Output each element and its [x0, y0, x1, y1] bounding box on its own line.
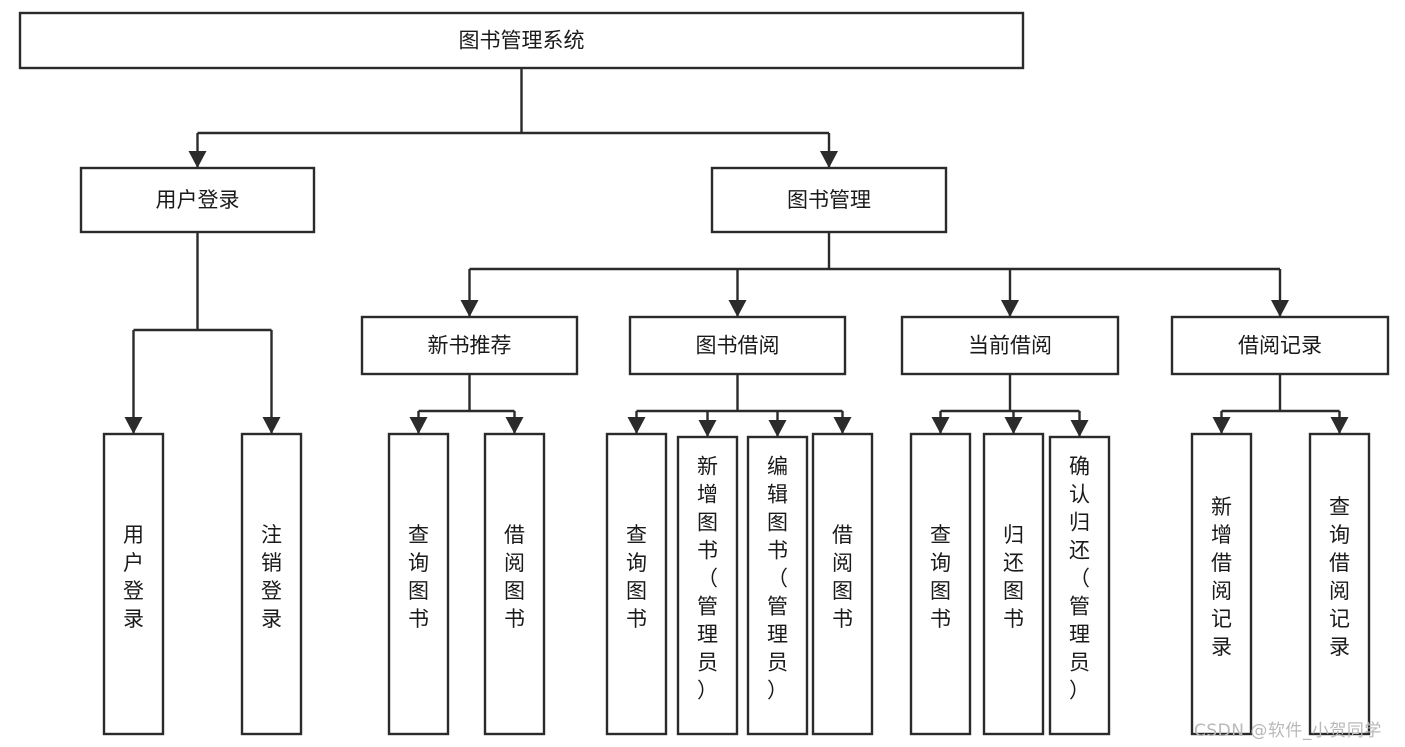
- arrow-head-icon: [931, 417, 950, 434]
- arrow-head-icon: [1004, 417, 1023, 434]
- node-new-book-rec-label: 新书推荐: [428, 334, 512, 358]
- arrow-head-icon: [1271, 300, 1289, 317]
- arrow-head-icon: [124, 417, 143, 434]
- node-root-book-system[interactable]: 图书管理系统: [18, 11, 1025, 70]
- node-user-login[interactable]: 用户登录: [79, 166, 316, 234]
- node-borrow-record-box: [1170, 315, 1390, 376]
- arrow-head-icon: [728, 300, 747, 317]
- node-root-book-system-label: 图书管理系统: [459, 29, 585, 53]
- node-leaf-confirm-return[interactable]: 确认归还（管理员）: [1048, 435, 1111, 736]
- node-leaf-query-record[interactable]: 查询借阅记录: [1308, 432, 1371, 736]
- node-book-manage-label: 图书管理: [787, 188, 871, 212]
- nodes-layer: 图书管理系统用户登录图书管理新书推荐图书借阅当前借阅借阅记录用户登录注销登录查询…: [18, 11, 1390, 736]
- node-leaf-user-login-box: [102, 432, 165, 736]
- node-root-book-system-box: [18, 11, 1025, 70]
- node-leaf-query-book-3-box: [909, 432, 972, 736]
- node-borrow-record-label: 借阅记录: [1238, 334, 1322, 358]
- node-leaf-query-book-1[interactable]: 查询图书: [387, 432, 450, 736]
- node-leaf-query-book-2-box: [605, 432, 668, 736]
- node-leaf-add-book-box: [676, 435, 739, 736]
- node-leaf-add-record-label: 新增借阅记录: [1211, 495, 1232, 659]
- arrow-head-icon: [1001, 300, 1019, 317]
- node-leaf-user-logout-box: [240, 432, 303, 736]
- node-leaf-query-book-2[interactable]: 查询图书: [605, 432, 668, 736]
- node-current-borrow-label: 当前借阅: [968, 334, 1052, 358]
- node-leaf-return-book-label: 归还图书: [1003, 523, 1024, 631]
- arrow-head-icon: [1070, 420, 1089, 437]
- node-leaf-borrow-book-2[interactable]: 借阅图书: [811, 432, 874, 736]
- node-new-book-rec[interactable]: 新书推荐: [360, 315, 579, 376]
- node-leaf-user-logout-label: 注销登录: [261, 523, 282, 631]
- node-book-borrow-box: [628, 315, 847, 376]
- arrow-head-icon: [505, 417, 524, 434]
- arrow-head-icon: [460, 300, 479, 317]
- arrow-head-icon: [698, 420, 717, 437]
- node-book-manage-box: [710, 166, 948, 234]
- node-leaf-borrow-book-1-label: 借阅图书: [504, 523, 525, 631]
- node-leaf-user-logout[interactable]: 注销登录: [240, 432, 303, 736]
- node-leaf-add-record-box: [1190, 432, 1253, 736]
- arrow-head-icon: [1212, 417, 1231, 434]
- node-leaf-add-book[interactable]: 新增图书（管理员）: [676, 435, 739, 736]
- node-leaf-query-book-1-label: 查询图书: [408, 523, 429, 631]
- arrow-head-icon: [833, 417, 852, 434]
- node-leaf-query-record-label: 查询借阅记录: [1329, 495, 1350, 659]
- node-leaf-add-record[interactable]: 新增借阅记录: [1190, 432, 1253, 736]
- arrow-head-icon: [768, 420, 787, 437]
- node-leaf-user-login-label: 用户登录: [123, 523, 144, 631]
- node-leaf-borrow-book-2-box: [811, 432, 874, 736]
- node-leaf-user-login[interactable]: 用户登录: [102, 432, 165, 736]
- node-leaf-edit-book-label: 编辑图书（管理员）: [767, 455, 788, 703]
- csdn-watermark: CSDN @软件_小贺同学: [1194, 721, 1382, 741]
- node-leaf-query-book-3[interactable]: 查询图书: [909, 432, 972, 736]
- node-new-book-rec-box: [360, 315, 579, 376]
- node-user-login-box: [79, 166, 316, 234]
- node-leaf-edit-book[interactable]: 编辑图书（管理员）: [746, 435, 809, 736]
- arrow-head-icon: [188, 151, 207, 168]
- node-leaf-query-book-1-box: [387, 432, 450, 736]
- node-book-manage[interactable]: 图书管理: [710, 166, 948, 234]
- node-leaf-query-book-3-label: 查询图书: [930, 523, 951, 631]
- node-borrow-record[interactable]: 借阅记录: [1170, 315, 1390, 376]
- arrow-head-icon: [1330, 417, 1349, 434]
- arrow-head-icon: [820, 151, 838, 168]
- node-leaf-borrow-book-2-label: 借阅图书: [832, 523, 853, 631]
- node-current-borrow-box: [900, 315, 1120, 376]
- node-leaf-query-book-2-label: 查询图书: [626, 523, 647, 631]
- node-leaf-edit-book-box: [746, 435, 809, 736]
- connectors-layer: [124, 68, 1349, 437]
- node-leaf-return-book-box: [982, 432, 1045, 736]
- node-current-borrow[interactable]: 当前借阅: [900, 315, 1120, 376]
- node-leaf-return-book[interactable]: 归还图书: [982, 432, 1045, 736]
- arrow-head-icon: [409, 417, 428, 434]
- node-book-borrow[interactable]: 图书借阅: [628, 315, 847, 376]
- node-leaf-add-book-label: 新增图书（管理员）: [697, 455, 718, 703]
- node-book-borrow-label: 图书借阅: [696, 334, 780, 358]
- node-user-login-label: 用户登录: [156, 188, 240, 212]
- arrow-head-icon: [627, 417, 646, 434]
- arrow-head-icon: [262, 417, 281, 434]
- node-leaf-confirm-return-box: [1048, 435, 1111, 736]
- node-leaf-confirm-return-label: 确认归还（管理员）: [1069, 455, 1090, 703]
- node-leaf-borrow-book-1-box: [483, 432, 546, 736]
- node-leaf-borrow-book-1[interactable]: 借阅图书: [483, 432, 546, 736]
- node-leaf-query-record-box: [1308, 432, 1371, 736]
